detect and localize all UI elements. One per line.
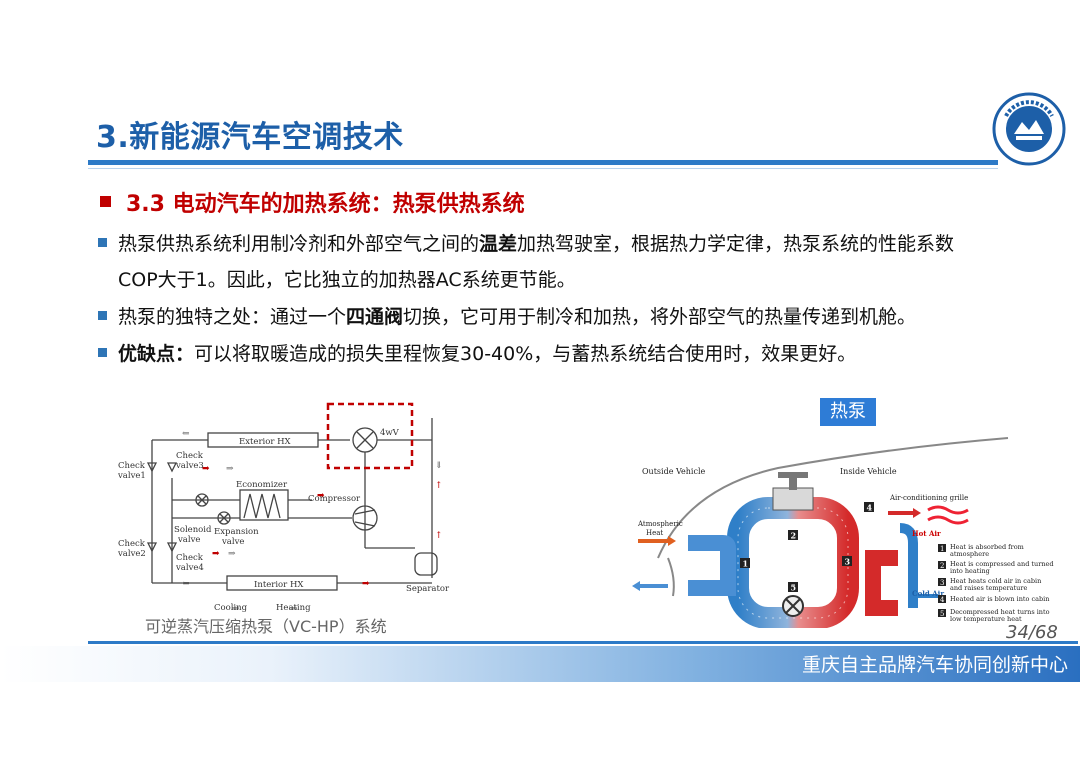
title-underline-thin: [88, 168, 998, 169]
svg-text:low temperature heat: low temperature heat: [950, 615, 1022, 623]
svg-text:2: 2: [940, 562, 944, 570]
svg-text:1: 1: [743, 559, 749, 569]
svg-text:➡: ➡: [362, 579, 370, 589]
svg-text:➡: ➡: [202, 464, 210, 474]
svg-text:Interior HX: Interior HX: [254, 580, 304, 590]
svg-text:Inside Vehicle: Inside Vehicle: [840, 467, 897, 476]
svg-text:Heat is absorbed from: Heat is absorbed from: [950, 543, 1024, 551]
vchp-schematic: ⇐ ⇒ ⇒ ⇐ ⇓ ⇒ ⇒ ➡ ➡ ➡ ➡ ↑ ↑ Exterior HX 4w…: [117, 402, 450, 613]
svg-text:Check: Check: [118, 461, 146, 471]
svg-text:Solenoid: Solenoid: [174, 525, 212, 535]
svg-text:and raises temperature: and raises temperature: [950, 584, 1027, 592]
svg-text:Atmospheric: Atmospheric: [637, 520, 683, 528]
svg-text:valve: valve: [221, 537, 244, 547]
svg-text:⇒: ⇒: [232, 604, 240, 613]
svg-text:Check: Check: [118, 539, 146, 549]
page-title: 3.新能源汽车空调技术: [96, 120, 404, 155]
bullet-3: 优缺点：可以将取暖造成的损失里程恢复30-40%，与蓄热系统结合使用时，效果更好…: [118, 343, 857, 365]
svg-text:Heating: Heating: [276, 603, 311, 613]
svg-text:Heated air is blown into cabin: Heated air is blown into cabin: [950, 595, 1049, 603]
svg-text:valve2: valve2: [117, 549, 146, 559]
svg-text:into heating: into heating: [950, 567, 990, 575]
svg-text:↑: ↑: [435, 481, 443, 491]
page-number: 34/68: [1006, 622, 1058, 643]
svg-text:Separator: Separator: [406, 584, 450, 594]
section-bullet: [100, 196, 111, 207]
heat-pump-illustration: Outside Vehicle Inside Vehicle Air-condi…: [632, 437, 1054, 628]
svg-text:Cooling: Cooling: [214, 603, 248, 613]
svg-text:⇒: ⇒: [290, 604, 298, 613]
bullet-1-line-1: 热泵供热系统利用制冷剂和外部空气之间的温差加热驾驶室，根据热力学定律，热泵系统的…: [118, 233, 955, 255]
svg-text:Check: Check: [176, 451, 204, 461]
bullet-2: 热泵的独特之处：通过一个四通阀切换，它可用于制冷和加热，将外部空气的热量传递到机…: [118, 306, 917, 328]
svg-text:⇒: ⇒: [226, 464, 234, 474]
title-underline: [88, 160, 998, 165]
footer-org: 重庆自主品牌汽车协同创新中心: [801, 654, 1068, 676]
svg-text:valve3: valve3: [175, 461, 204, 471]
svg-text:↑: ↑: [435, 531, 443, 541]
svg-text:valve4: valve4: [175, 563, 204, 573]
svg-text:⇒: ⇒: [228, 549, 236, 559]
svg-text:⇓: ⇓: [435, 461, 443, 471]
svg-text:➡: ➡: [317, 491, 325, 501]
svg-text:Heat heats cold air in cabin: Heat heats cold air in cabin: [950, 577, 1041, 585]
heat-pump-legend: 1 Heat is absorbed from atmosphere 2 Hea…: [938, 543, 1054, 623]
svg-text:1: 1: [940, 545, 944, 553]
svg-text:valve: valve: [177, 535, 200, 545]
svg-text:Check: Check: [176, 553, 204, 563]
svg-text:3: 3: [845, 557, 851, 567]
svg-text:Decompressed heat turns into: Decompressed heat turns into: [950, 608, 1050, 616]
bullet-marker: [98, 311, 107, 320]
svg-text:⇐: ⇐: [182, 429, 190, 439]
svg-text:Air-conditioning grille: Air-conditioning grille: [889, 494, 968, 502]
svg-text:Outside Vehicle: Outside Vehicle: [642, 467, 706, 476]
diagram-caption: 可逆蒸汽压缩热泵（VC-HP）系统: [145, 617, 387, 636]
svg-text:valve1: valve1: [117, 471, 146, 481]
svg-text:➡: ➡: [212, 549, 220, 559]
heat-pump-tag: 热泵: [820, 398, 876, 426]
svg-text:4: 4: [940, 596, 945, 604]
svg-text:Expansion: Expansion: [214, 527, 259, 537]
university-logo: [992, 92, 1066, 166]
svg-text:5: 5: [940, 610, 944, 618]
svg-text:Heat: Heat: [646, 529, 663, 537]
footer-band: [0, 646, 1080, 682]
bullet-marker: [98, 348, 107, 357]
footer-divider: [88, 641, 1078, 644]
fourway-label: 4wV: [380, 428, 400, 438]
fourway-highlight: [326, 402, 414, 470]
exterior-hx-label: Exterior HX: [239, 437, 292, 447]
section-heading: 3.3 电动汽车的加热系统：热泵供热系统: [126, 192, 525, 217]
svg-text:4: 4: [867, 503, 873, 513]
svg-text:atmosphere: atmosphere: [950, 550, 989, 558]
svg-text:Hot Air: Hot Air: [912, 529, 941, 538]
svg-text:Compressor: Compressor: [308, 494, 361, 504]
svg-text:3: 3: [940, 579, 944, 587]
svg-text:Heat is compressed and turned: Heat is compressed and turned: [950, 560, 1054, 568]
svg-text:⇐: ⇐: [182, 579, 190, 589]
bullet-1-line-2: COP大于1。因此，它比独立的加热器AC系统更节能。: [118, 269, 576, 291]
svg-text:Cold Air: Cold Air: [912, 589, 944, 598]
bullet-marker: [98, 238, 107, 247]
svg-text:2: 2: [791, 531, 797, 541]
svg-text:5: 5: [791, 583, 797, 593]
svg-text:Economizer: Economizer: [236, 480, 288, 490]
